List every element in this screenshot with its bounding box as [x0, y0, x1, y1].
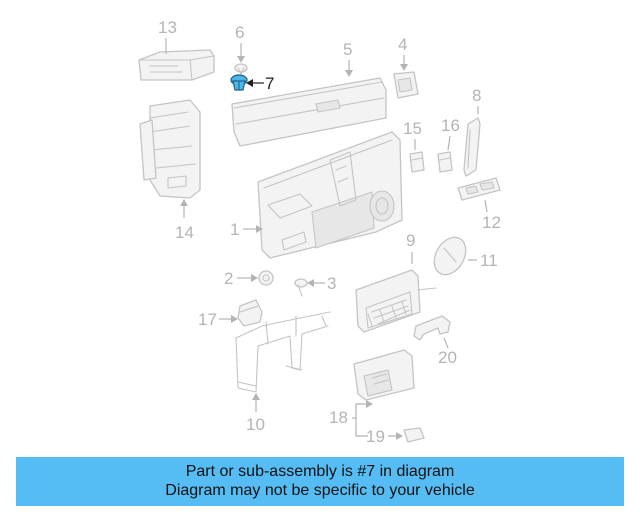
callout-12: 12: [482, 213, 501, 232]
info-banner: Part or sub-assembly is #7 in diagram Di…: [16, 457, 624, 506]
part-9-map-pocket: [355, 269, 437, 333]
callout-8: 8: [472, 86, 481, 105]
callout-6: 6: [235, 23, 244, 42]
part-1-door-panel: [257, 131, 403, 259]
part-8-handle: [463, 117, 481, 177]
part-14-trim-box: [139, 99, 201, 199]
part-16-connector: [437, 151, 453, 173]
callout-19: 19: [366, 427, 385, 446]
part-6-fastener: [234, 63, 248, 75]
part-17-block: [237, 299, 263, 327]
callout-16: 16: [441, 116, 460, 135]
part-13-bracket: [138, 49, 215, 81]
callout-1: 1: [230, 220, 239, 239]
callout-3: 3: [327, 274, 336, 293]
parts-diagram: 13 14 6 7 5 4: [138, 18, 501, 446]
banner-line-1: Part or sub-assembly is #7 in diagram: [185, 463, 455, 480]
part-12-switch-panel: [457, 177, 501, 201]
callout-13: 13: [158, 18, 177, 37]
callout-15: 15: [403, 119, 422, 138]
callout-14: 14: [175, 223, 194, 242]
part-10-frame-bracket: [235, 311, 331, 393]
callout-20: 20: [438, 348, 457, 367]
part-11-oval-cover: [433, 236, 467, 276]
callout-10: 10: [246, 415, 265, 434]
callout-18: 18: [329, 408, 348, 427]
callout-4: 4: [398, 35, 407, 54]
callout-17: 17: [198, 310, 217, 329]
callout-7: 7: [265, 74, 274, 93]
callout-11: 11: [480, 251, 498, 270]
part-20-handle: [413, 315, 451, 341]
part-19-clip: [403, 427, 425, 443]
part-2-fastener: [258, 270, 274, 286]
callout-5: 5: [343, 40, 352, 59]
banner-line-2: Diagram may not be specific to your vehi…: [165, 482, 475, 499]
part-4-switch: [393, 71, 419, 99]
part-18-pocket-panel: [353, 349, 415, 401]
part-5-upper-trim: [231, 77, 387, 147]
part-7-clip-highlighted: [230, 74, 248, 91]
part-15-connector: [409, 151, 425, 173]
callout-9: 9: [406, 231, 415, 250]
part-3-screw: [294, 278, 308, 297]
callout-2: 2: [224, 269, 233, 288]
